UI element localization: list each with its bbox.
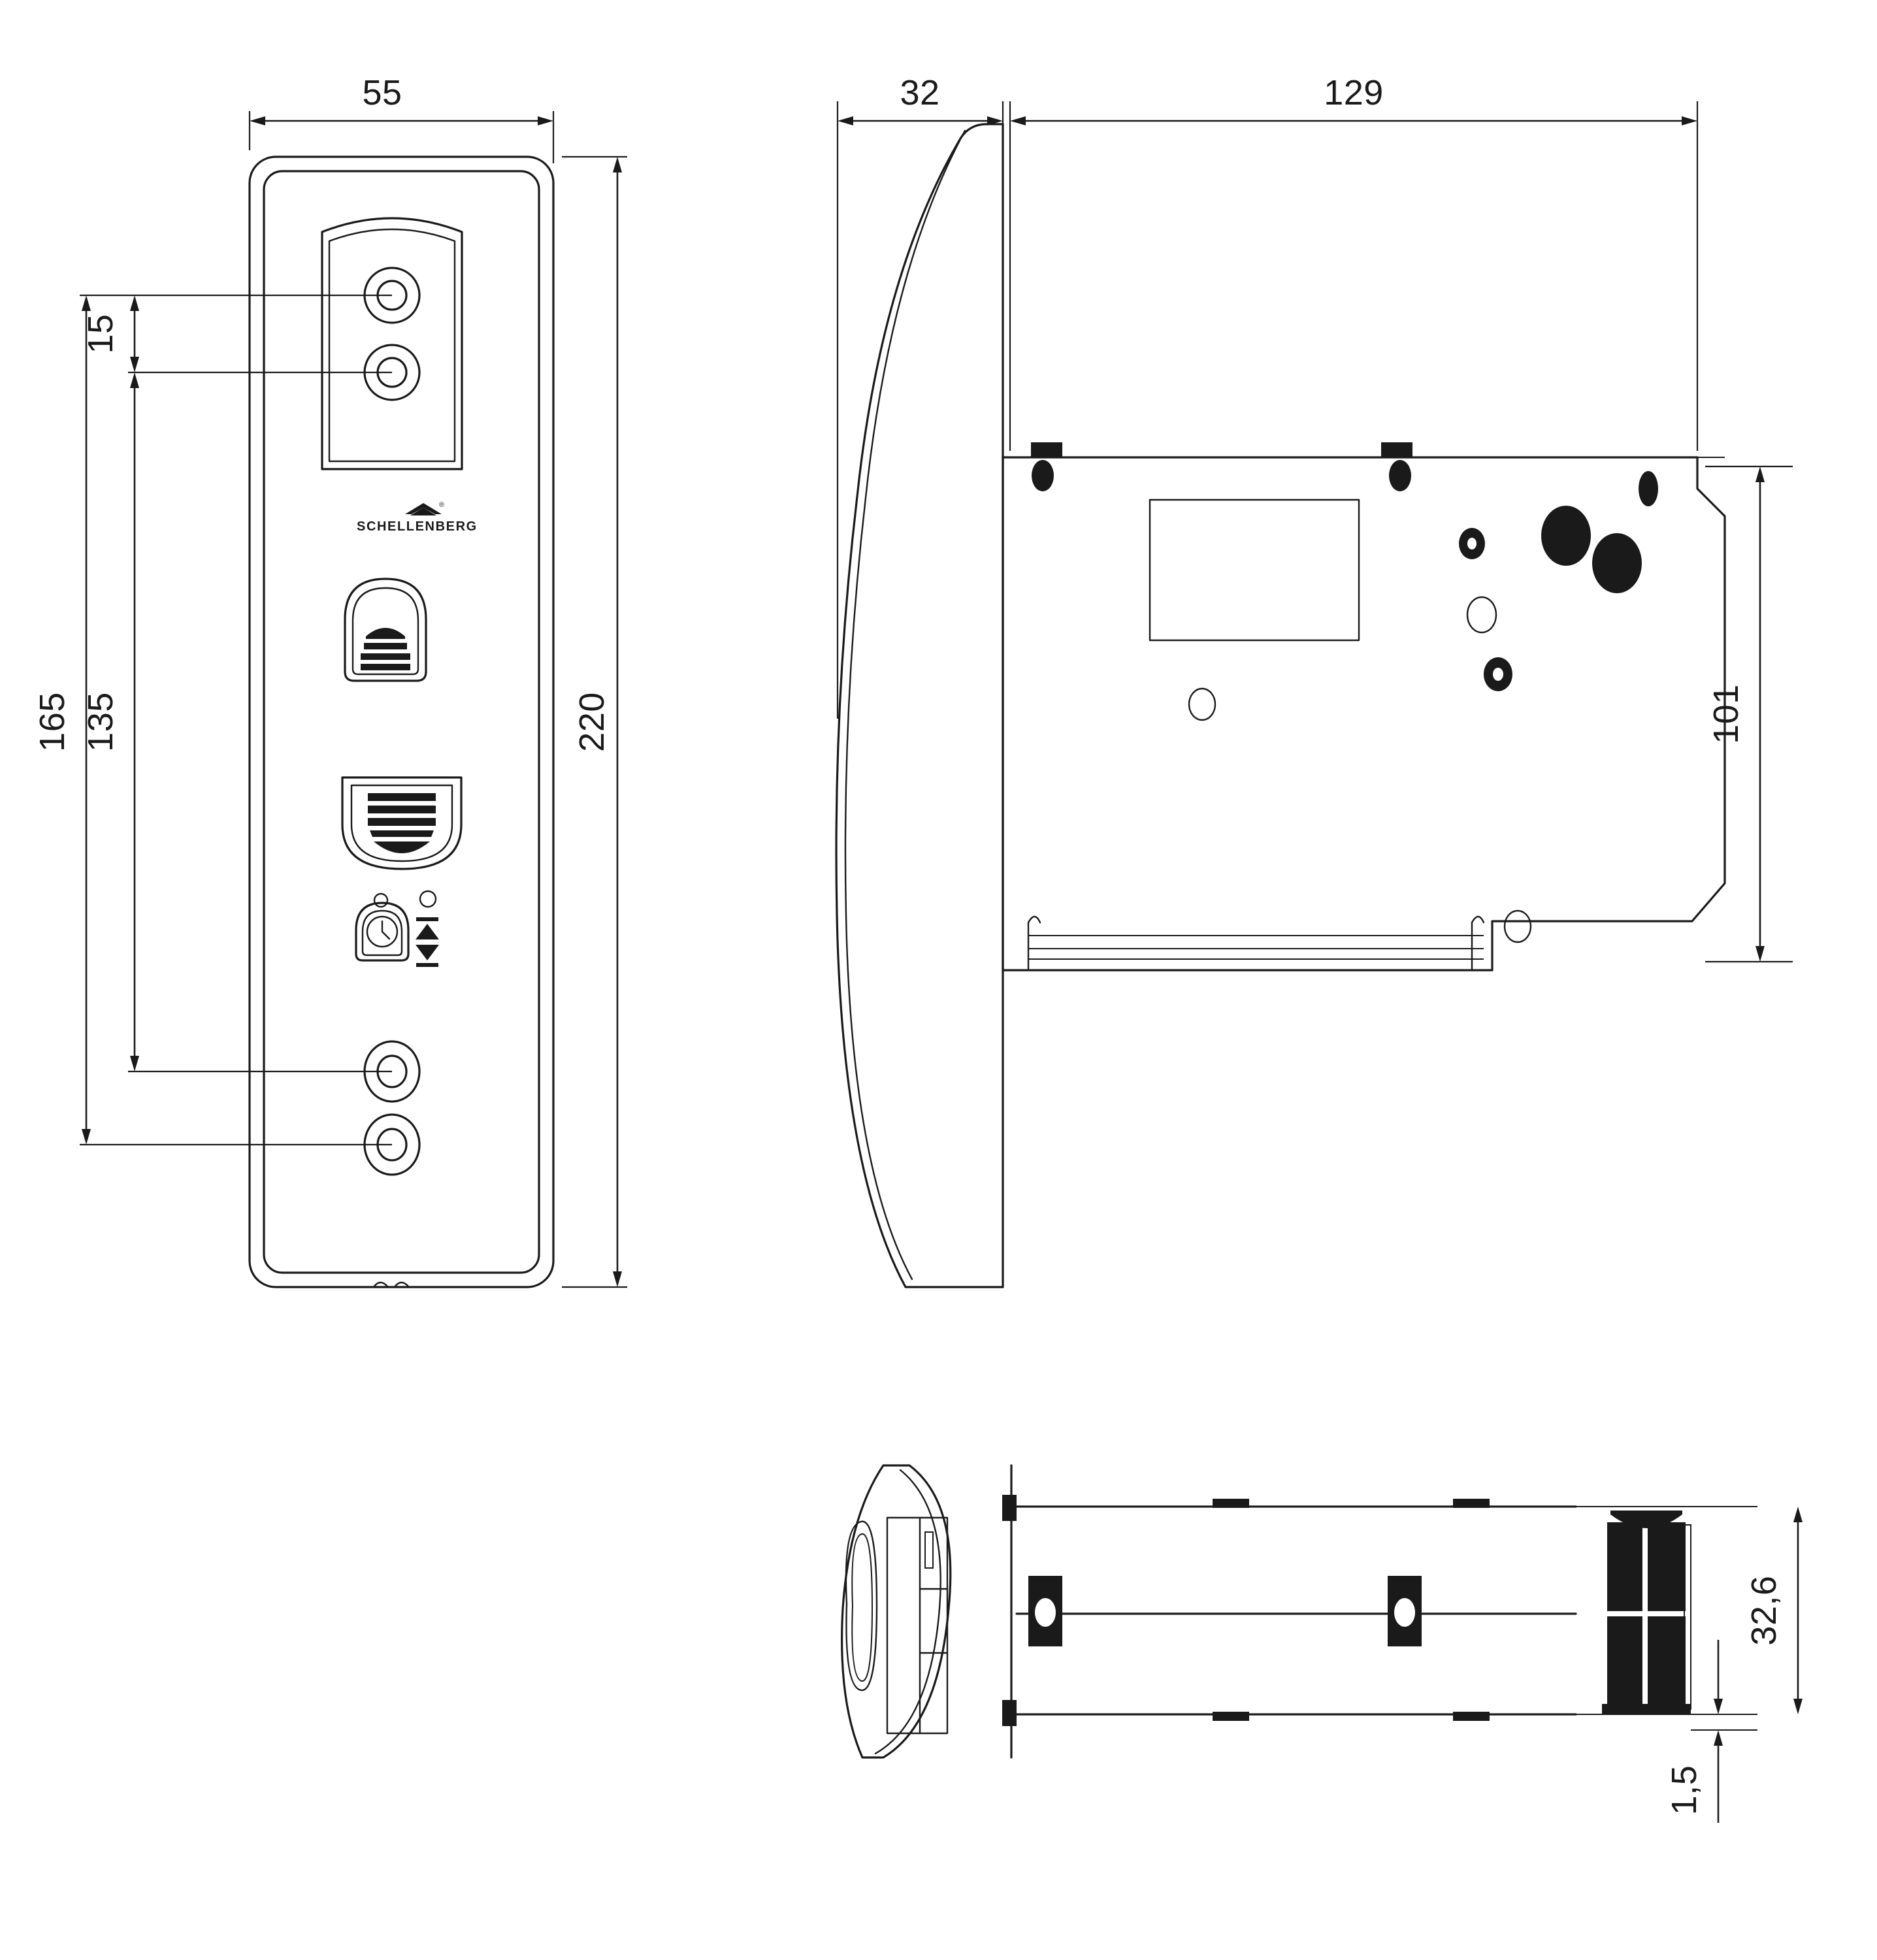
- arrow-129-right: [1682, 116, 1697, 125]
- arrow-165-top: [82, 295, 91, 311]
- mounting-clip-tab-2: [1381, 442, 1412, 458]
- component-hole-d: [1592, 533, 1642, 593]
- front-housing-outline: [248, 155, 555, 1288]
- boss-stud-3: [1639, 471, 1658, 506]
- timer-button-inner: [361, 909, 403, 956]
- arrow-55-right: [538, 116, 553, 125]
- arrow-15small-up: [1714, 1730, 1723, 1746]
- drive-block-cap: [1610, 1511, 1682, 1528]
- arrow-165-bottom: [82, 1129, 91, 1145]
- dim-label-129: 129: [1324, 73, 1384, 112]
- inner-window-rectangle: [1149, 498, 1360, 642]
- up-down-arrows-icon: [416, 917, 439, 967]
- arrow-326-bottom: [1793, 1699, 1803, 1714]
- recess-cavity-outline: [1002, 456, 1726, 972]
- timer-button[interactable]: [355, 902, 410, 962]
- brand-logo: SCHELLENBERG ®: [357, 501, 478, 534]
- brand-registered-mark: ®: [439, 501, 444, 509]
- arrow-32-left: [838, 116, 853, 125]
- component-hole-c: [1466, 596, 1497, 634]
- plan-cover-outer: [841, 1464, 952, 1759]
- front-view: SCHELLENBERG ®: [248, 155, 555, 1288]
- timer-button-outer: [355, 902, 410, 962]
- clock-icon: [366, 915, 399, 948]
- arrow-220-top: [613, 157, 622, 172]
- dim-label-220: 220: [572, 692, 612, 752]
- house-roof-icon: [405, 503, 442, 514]
- arrow-129-left: [1010, 116, 1026, 125]
- shutter-down-button-outer: [341, 776, 463, 870]
- shutter-down-button[interactable]: [341, 776, 463, 870]
- arrow-220-bottom: [613, 1271, 622, 1287]
- bottom-notch-right: [393, 1281, 410, 1288]
- side-section-view: [835, 123, 1726, 1288]
- boss-stud-1: [1032, 460, 1054, 491]
- arrow-15-top: [130, 295, 139, 311]
- arrow-15small-down: [1714, 1699, 1723, 1714]
- arrow-326-top: [1793, 1507, 1803, 1522]
- plan-view-dimensions: 32,6 1,5: [1665, 1507, 1803, 1823]
- belt-slot: [845, 1520, 878, 1691]
- dim-label-55: 55: [362, 73, 402, 112]
- plan-clip-right-bottom: [1453, 1712, 1490, 1721]
- arrow-135-bottom: [130, 1056, 139, 1071]
- brand-wordmark: SCHELLENBERG: [357, 519, 478, 534]
- arrow-135-top: [130, 372, 139, 388]
- led-indicator-left: [373, 892, 389, 908]
- arrow-32-right: [987, 116, 1003, 125]
- plan-clip-right-top: [1453, 1499, 1490, 1508]
- component-hole-cluster: [1459, 506, 1642, 691]
- component-hole-e-bore: [1493, 668, 1503, 681]
- dim-label-135: 135: [81, 692, 120, 752]
- plan-mounting-boss-1: [1028, 1576, 1062, 1646]
- plan-clip-mid-bottom: [1213, 1712, 1249, 1721]
- arrow-55-left: [250, 116, 265, 125]
- mounting-clip-tab-1: [1031, 442, 1062, 458]
- dim-label-15small: 1,5: [1665, 1765, 1704, 1816]
- plan-clip-left-top: [1002, 1495, 1017, 1521]
- shutter-up-button-inner: [351, 587, 419, 676]
- shutter-up-button-outer: [344, 578, 427, 682]
- plan-cover-inner-curve: [874, 1469, 941, 1755]
- plan-view: [841, 1464, 1757, 1759]
- bottom-rail-detail: [1027, 915, 1485, 972]
- cover-profile-silhouette: [835, 123, 1004, 1288]
- bottom-notch-left: [372, 1281, 389, 1288]
- front-faceplate-outline: [263, 170, 540, 1274]
- upper-compartment-outline: [321, 217, 463, 470]
- plan-clip-left-bottom: [1002, 1700, 1017, 1726]
- dim-label-165: 165: [33, 692, 72, 752]
- pilot-hole-lower-right: [1503, 909, 1532, 943]
- plan-mounting-boss-2: [1388, 1576, 1422, 1646]
- dim-label-101: 101: [1706, 684, 1746, 744]
- winder-housing-plan: [886, 1516, 949, 1735]
- shutter-up-icon: [361, 628, 410, 670]
- component-hole-b: [1541, 506, 1591, 566]
- component-hole-a-bore: [1467, 538, 1477, 549]
- shutter-down-icon: [368, 793, 436, 853]
- drive-block-section: [1602, 1511, 1691, 1714]
- pilot-hole-center: [1188, 687, 1216, 721]
- plan-clip-mid-top: [1213, 1499, 1249, 1508]
- dim-label-15: 15: [81, 314, 120, 353]
- drive-block-foot: [1602, 1704, 1691, 1714]
- shutter-up-button[interactable]: [344, 578, 427, 682]
- arrow-101-bottom: [1755, 946, 1765, 962]
- cover-profile-inner-curve: [844, 129, 966, 1281]
- side-view-dimensions: 32 129 101: [836, 73, 1793, 963]
- shutter-down-button-inner: [350, 784, 453, 862]
- upper-compartment-inner-outline: [328, 228, 456, 463]
- boss-stud-2: [1389, 460, 1411, 491]
- arrow-101-top: [1755, 466, 1765, 482]
- dim-label-32: 32: [900, 73, 939, 112]
- front-view-dimensions: 55 220 15 135 165: [33, 73, 627, 1288]
- led-indicator-right: [419, 890, 437, 908]
- arrow-15-bottom: [130, 357, 139, 372]
- dim-label-326: 32,6: [1744, 1575, 1784, 1645]
- house-roof-fill: [410, 508, 436, 515]
